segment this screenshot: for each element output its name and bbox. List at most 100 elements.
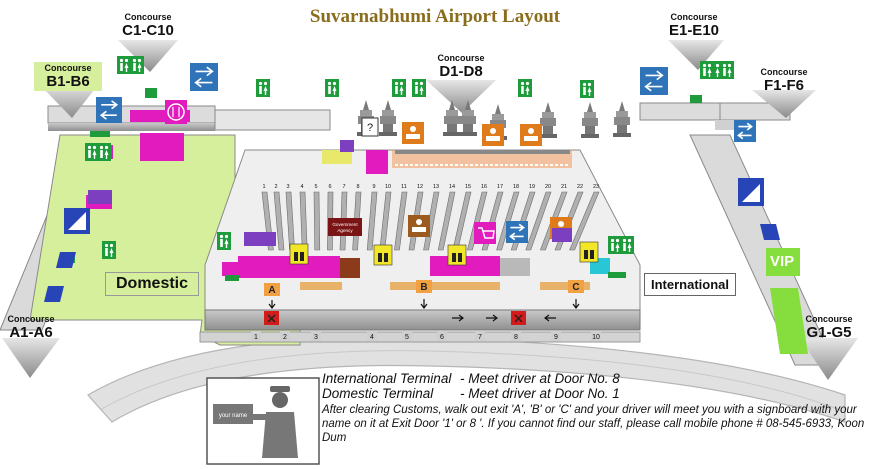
service-counter-icon xyxy=(408,215,430,237)
checkin-row xyxy=(569,191,600,251)
government-agency-text-2: Agency xyxy=(337,228,353,233)
departure-gate-blocks xyxy=(44,224,780,302)
door-tile xyxy=(511,331,521,341)
concourse-d-callout[interactable]: Concourse D1-D8 xyxy=(426,53,496,80)
door-tile xyxy=(311,331,321,341)
shop-blocks xyxy=(86,110,610,278)
counter-number: 23 xyxy=(593,184,599,190)
counter-number: 17 xyxy=(497,184,503,190)
door-number[interactable]: 10 xyxy=(592,334,600,341)
cart-icon xyxy=(474,222,496,244)
domestic-label: Domestic xyxy=(105,272,200,296)
restroom-icon xyxy=(256,79,270,97)
door-number[interactable]: 5 xyxy=(405,334,409,341)
restroom-icon xyxy=(217,232,231,250)
restaurant-icon xyxy=(165,100,187,124)
concourse-e-callout[interactable]: Concourse E1-E10 xyxy=(664,12,724,39)
temple-icon xyxy=(379,100,397,136)
international-label: International xyxy=(644,273,737,296)
concourse-caption: Concourse xyxy=(7,314,55,324)
concourse-b-code: B1-B6 xyxy=(46,73,90,90)
door-number[interactable]: 8 xyxy=(514,334,518,341)
exit-a-label: A xyxy=(268,285,275,296)
driver-sign-panel: your name xyxy=(206,377,320,465)
checkin-row xyxy=(394,191,408,251)
arrival-floor xyxy=(199,331,641,343)
temple-icon xyxy=(613,101,631,137)
temple-icon xyxy=(539,102,557,138)
elevator-icon xyxy=(447,244,467,266)
counter-number: 12 xyxy=(417,184,423,190)
door-number[interactable]: 1 xyxy=(254,334,258,341)
door-number[interactable]: 7 xyxy=(478,334,482,341)
service-counter-icon xyxy=(402,122,424,144)
transfer-icons xyxy=(96,63,756,243)
concourse-a-code: A1-A6 xyxy=(9,324,53,341)
checkin-row xyxy=(467,191,488,251)
concourse-g-callout[interactable]: Concourse G1-G5 xyxy=(800,315,858,341)
door-number[interactable]: 3 xyxy=(314,334,318,341)
counter-number: 15 xyxy=(465,184,471,190)
instructions-text: After clearing Customs, walk out exit 'A… xyxy=(322,404,865,444)
info-desk-icon xyxy=(88,140,572,246)
restroom-icon xyxy=(518,79,532,97)
restroom-icon xyxy=(97,143,111,161)
counter-number: 3 xyxy=(286,184,289,190)
concourse-f-callout[interactable]: Concourse F1-F6 xyxy=(752,67,816,94)
transfer-icon xyxy=(190,63,218,91)
checkin-row xyxy=(437,191,456,251)
departure-icon xyxy=(64,208,90,234)
exit-b-group: B xyxy=(416,280,432,309)
exit-a-group: A xyxy=(264,283,280,325)
concourse-c-code: C1-C10 xyxy=(122,22,174,39)
restroom-icon xyxy=(620,236,634,254)
restroom-icon xyxy=(412,79,426,97)
meet-text: - Meet driver at Door No. 8 xyxy=(460,371,620,386)
elevator-icons xyxy=(289,241,599,266)
exit-c-group: C xyxy=(568,280,584,309)
exit-b-label: B xyxy=(420,282,427,293)
counter-number: 20 xyxy=(545,184,551,190)
restroom-icon xyxy=(720,61,734,79)
vip-lounge xyxy=(770,288,808,354)
counter-number: 14 xyxy=(449,184,455,190)
door-tile xyxy=(402,331,412,341)
restroom-icons xyxy=(85,56,734,259)
meet-term: International Terminal xyxy=(322,371,452,386)
elevator-icon xyxy=(373,244,393,266)
service-counter-icon xyxy=(520,124,542,146)
door-number[interactable]: 6 xyxy=(440,334,444,341)
checkin-row xyxy=(273,191,285,251)
meet-text: - Meet driver at Door No. 1 xyxy=(460,386,620,401)
restroom-icon xyxy=(130,56,144,74)
exit-a-badge xyxy=(264,283,280,296)
concourse-b-callout[interactable]: Concourse B1-B6 xyxy=(34,62,102,91)
counter-number: 1 xyxy=(262,184,265,190)
concourse-c-callout[interactable]: Concourse C1-C10 xyxy=(118,12,178,39)
counter-number: 16 xyxy=(481,184,487,190)
meet-driver-info: International Terminal - Meet driver at … xyxy=(322,371,867,445)
restroom-icon xyxy=(325,79,339,97)
concourse-a-callout[interactable]: Concourse A1-A6 xyxy=(2,314,60,341)
counter-number: 10 xyxy=(385,184,391,190)
government-agency-text: Government xyxy=(332,222,358,227)
door-number[interactable]: 9 xyxy=(554,334,558,341)
door-number[interactable]: 2 xyxy=(283,334,287,341)
door-number[interactable]: 4 xyxy=(370,334,374,341)
temple-icon xyxy=(581,102,599,138)
concourse-f-code: F1-F6 xyxy=(763,77,804,94)
vip-label: VIP xyxy=(770,253,795,270)
concourse-caption: Concourse xyxy=(124,12,172,22)
service-counter-icon xyxy=(482,124,504,146)
counter-number: 5 xyxy=(314,184,317,190)
door-numbers: 1 2 3 4 5 6 7 8 9 10 xyxy=(251,331,601,341)
counter-number: 2 xyxy=(274,184,277,190)
concourse-caption: Concourse xyxy=(670,12,718,22)
checkin-row xyxy=(313,191,321,251)
arrow-icon xyxy=(420,299,428,309)
arrow-icon xyxy=(572,299,580,309)
concourse-caption: Concourse xyxy=(437,53,485,63)
concourse-caption: Concourse xyxy=(44,63,92,73)
counter-number: 9 xyxy=(372,184,375,190)
concourse-caption: Concourse xyxy=(760,67,808,77)
